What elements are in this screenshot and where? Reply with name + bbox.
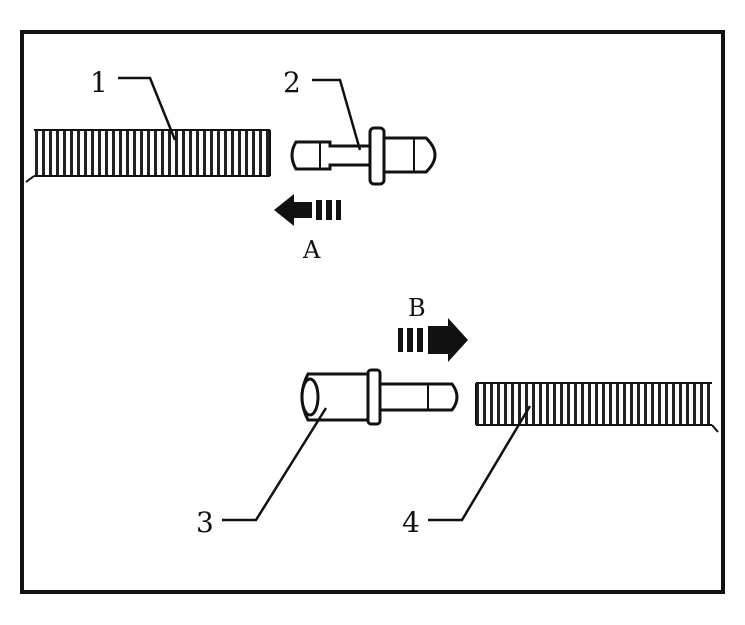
callout-leader-4 <box>428 405 532 522</box>
connector-3 <box>300 368 459 426</box>
callout-leader-3 <box>222 407 328 522</box>
callout-label-3: 3 <box>196 506 214 539</box>
arrow-b-icon <box>398 318 468 362</box>
callout-label-1: 1 <box>90 66 108 99</box>
callout-leader-2 <box>312 78 362 151</box>
hose-1 <box>25 129 271 183</box>
arrow-label-b: B <box>408 294 426 322</box>
arrow-a-icon <box>274 194 341 226</box>
callout-label-4: 4 <box>402 506 420 539</box>
callout-leader-1 <box>118 76 177 141</box>
connector-2 <box>290 126 437 186</box>
callout-label-2: 2 <box>283 66 301 99</box>
hose-4 <box>475 382 719 433</box>
diagram-frame <box>20 30 725 594</box>
arrow-label-a: A <box>302 236 321 264</box>
